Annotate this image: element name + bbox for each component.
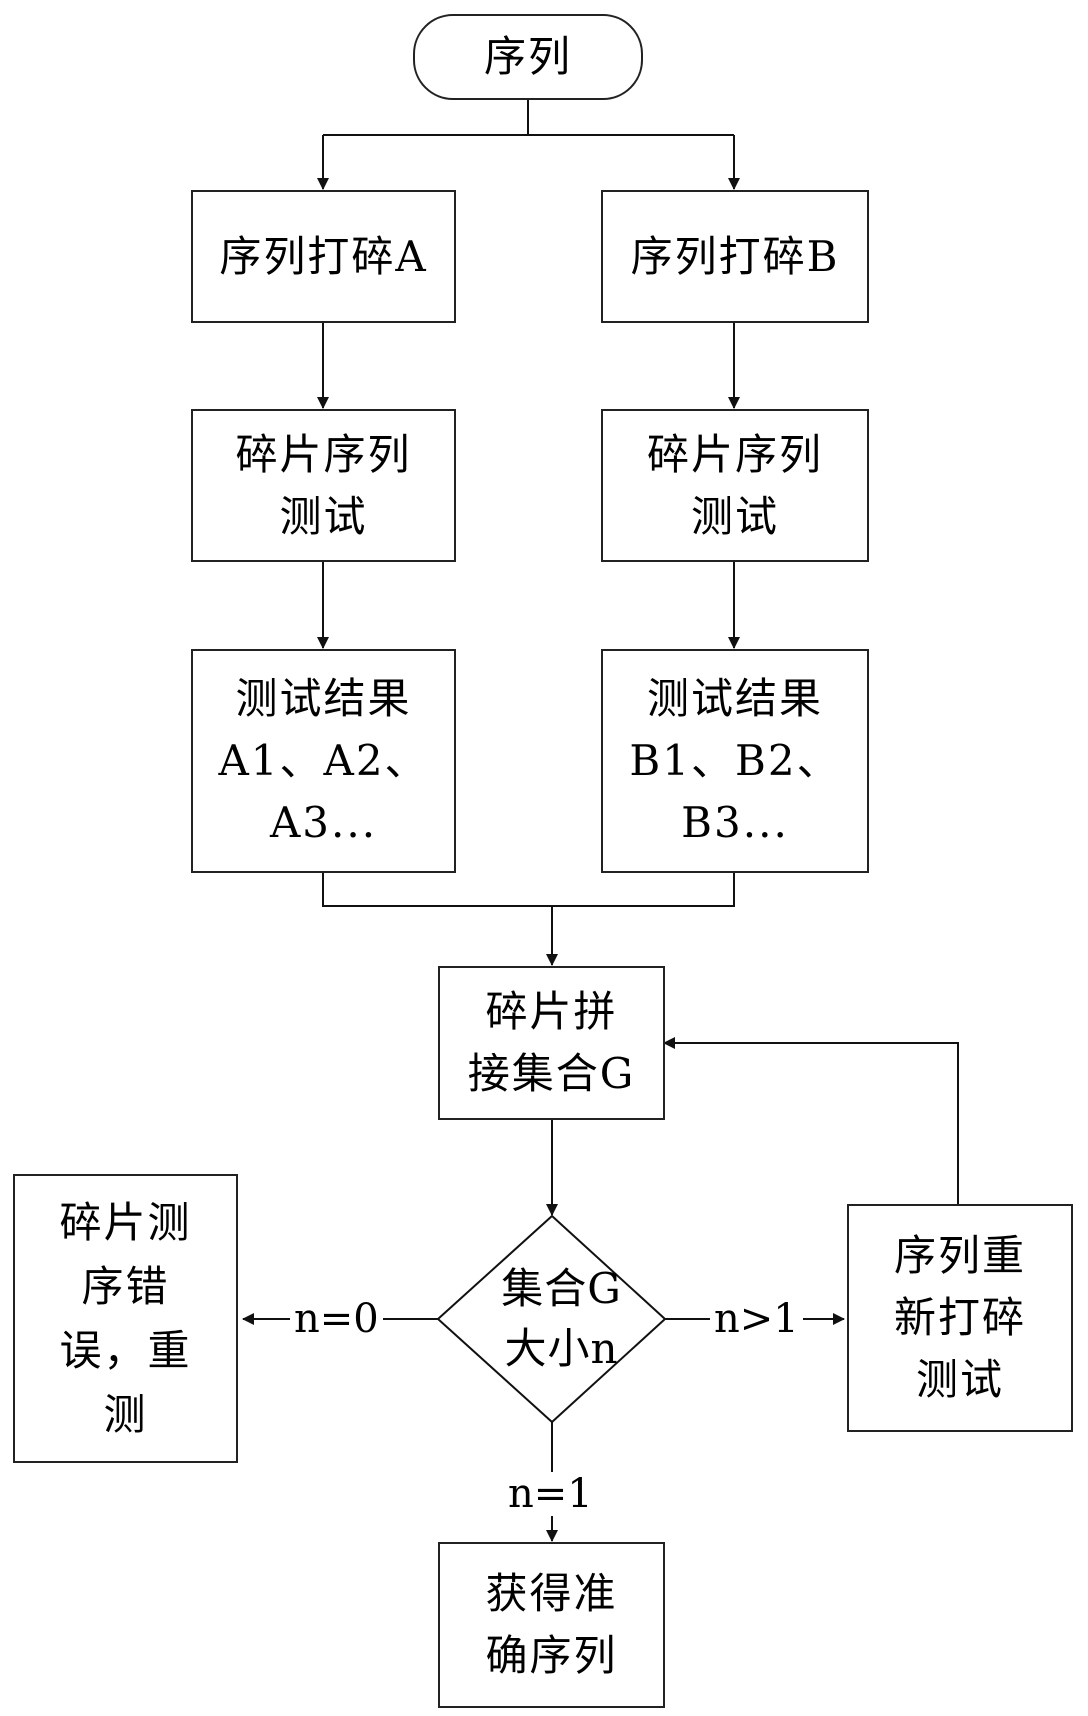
edge-label-n-zero: n=0: [290, 1297, 383, 1341]
fragment-test-a-node: 碎片序列 测试: [191, 409, 456, 562]
edge-label-n-gt-one: n>1: [710, 1297, 803, 1341]
decision-diamond: [436, 1214, 667, 1424]
decision-label: 集合G 大小n: [501, 1264, 622, 1373]
result-a-node: 测试结果 A1、A2、 A3...: [191, 649, 456, 873]
shatter-a-node: 序列打碎A: [191, 190, 456, 323]
reshatter-node: 序列重 新打碎 测试: [847, 1204, 1073, 1432]
start-node: 序列: [413, 14, 643, 100]
fragment-test-b-node: 碎片序列 测试: [601, 409, 869, 562]
result-b-node: 测试结果 B1、B2、 B3...: [601, 649, 869, 873]
connector-start-split: [323, 100, 734, 136]
connector-results-merge: [322, 873, 735, 907]
accurate-sequence-node: 获得准 确序列: [438, 1542, 665, 1708]
arrow-loop-back: [663, 1037, 959, 1204]
edge-label-n-one: n=1: [504, 1472, 597, 1516]
error-retest-node: 碎片测 序错 误，重 测: [13, 1174, 238, 1463]
shatter-b-node: 序列打碎B: [601, 190, 869, 323]
assemble-g-node: 碎片拼 接集合G: [438, 966, 665, 1120]
